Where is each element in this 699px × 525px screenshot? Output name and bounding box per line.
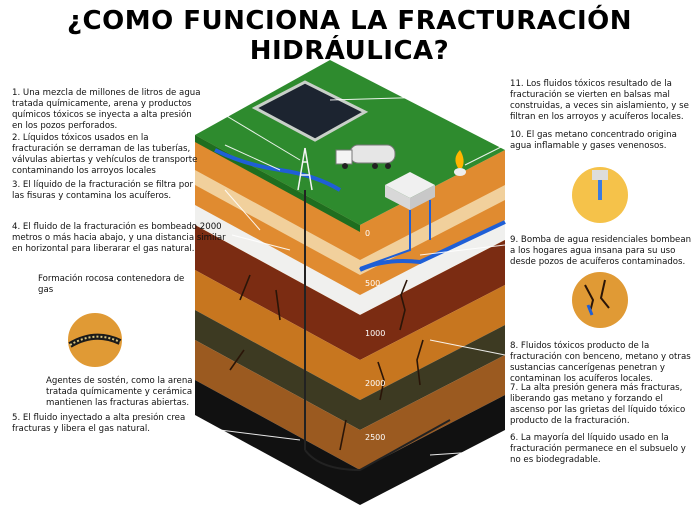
depth-label: 500 bbox=[365, 279, 380, 288]
note-1: 1. Una mezcla de millones de litros de a… bbox=[12, 88, 201, 131]
note-4: 4. El fluido de la fracturación es bombe… bbox=[12, 222, 226, 254]
note-3: 3. El líquido de la fracturación se filt… bbox=[12, 180, 194, 201]
note-11: 11. Los fluidos tóxicos resultado de la … bbox=[510, 79, 689, 122]
depth-scale: 0 500 1000 2000 2500 bbox=[365, 229, 385, 442]
block-right-face bbox=[360, 150, 505, 505]
leader-lines bbox=[139, 94, 506, 456]
note-6: 6. La mayoría del líquido usado en la fr… bbox=[510, 433, 686, 465]
depth-label: 1000 bbox=[365, 329, 385, 338]
gas-flame bbox=[454, 150, 466, 176]
note-proppant: Agentes de sostén, como la arena tratada… bbox=[46, 376, 193, 408]
horizontal-well bbox=[304, 419, 451, 472]
note-10: 10. El gas metano concentrado origina ag… bbox=[510, 130, 677, 151]
note-7: 7. La alta presión genera más fracturas,… bbox=[510, 383, 686, 426]
waste-pond bbox=[251, 80, 369, 142]
inset-faucet bbox=[572, 167, 628, 223]
depth-label: 2500 bbox=[365, 433, 385, 442]
note-5: 5. El fluido inyectado a alta presión cr… bbox=[12, 413, 186, 434]
aquifer-water bbox=[359, 220, 506, 272]
drilling-rig bbox=[297, 147, 313, 191]
block-left-face bbox=[195, 135, 360, 505]
inset-cracks bbox=[572, 272, 628, 328]
note-9: 9. Bomba de agua residenciales bombean a… bbox=[510, 235, 692, 267]
depth-label: 0 bbox=[365, 229, 370, 238]
tanker-truck bbox=[335, 144, 396, 169]
page-title: ¿COMO FUNCIONA LA FRACTURACIÓN HIDRÁULIC… bbox=[66, 6, 633, 66]
house bbox=[385, 172, 435, 210]
fractures bbox=[229, 274, 424, 451]
depth-label: 2000 bbox=[365, 379, 385, 388]
note-2: 2. Líquidos tóxicos usados en la fractur… bbox=[12, 133, 198, 176]
note-gas-rock: Formación rocosa contenedora de gas bbox=[38, 274, 185, 295]
inset-proppant bbox=[66, 311, 124, 369]
note-8: 8. Fluidos tóxicos producto de la fractu… bbox=[510, 341, 691, 384]
